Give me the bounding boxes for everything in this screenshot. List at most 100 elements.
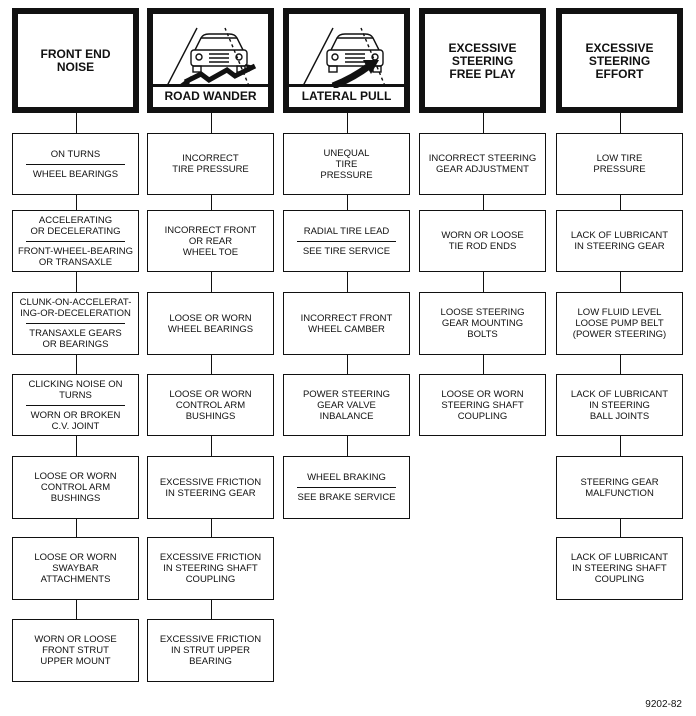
box-text: CONTROL ARM	[40, 482, 111, 493]
box-text: MALFUNCTION	[585, 487, 654, 499]
box-text: LOW FLUID LEVEL	[577, 307, 662, 318]
connector-line	[482, 113, 484, 133]
box-text: WHEEL TOE	[182, 246, 239, 258]
box-text: INCORRECT FRONT	[300, 312, 393, 324]
connector-line	[210, 436, 212, 456]
header-line: STEERING	[588, 54, 651, 68]
box-text: INCORRECT FRONT	[164, 224, 257, 236]
box-text: SEE TIRE SERVICE	[302, 245, 391, 257]
box-text: TRANSAXLE GEARS	[29, 328, 122, 339]
header-line: STEERING	[451, 54, 514, 68]
connector-line	[210, 195, 212, 210]
connector-line	[346, 355, 348, 374]
box-text: ACCELERATING	[38, 214, 113, 226]
box-divider	[296, 240, 397, 242]
box-text: LOOSE OR WORN	[441, 388, 524, 400]
box-text: LACK OF LUBRICANT	[570, 230, 669, 241]
box-text: COUPLING	[185, 574, 236, 585]
connector-line	[619, 195, 621, 210]
header-label: LATERAL PULL	[289, 84, 404, 107]
box-text: TIE ROD ENDS	[448, 241, 517, 252]
connector-line	[75, 355, 77, 374]
connector-line	[346, 272, 348, 292]
box-text: OR BEARINGS	[42, 339, 109, 350]
connector-line	[346, 436, 348, 456]
box-text: STEERING SHAFT	[441, 399, 524, 411]
figure-number: 9202-82	[645, 699, 682, 710]
box-text: LOOSE PUMP BELT	[575, 318, 664, 329]
header-line: EXCESSIVE	[585, 41, 654, 55]
box-text: GEAR ADJUSTMENT	[436, 164, 529, 175]
box-text: LOOSE STEERING	[440, 307, 525, 318]
box-text: WHEEL BEARINGS	[167, 323, 254, 335]
box-divider	[25, 404, 126, 406]
box-text: TIRE PRESSURE	[172, 164, 249, 175]
box-divider	[25, 163, 126, 165]
box-text: SWAYBAR	[52, 563, 99, 574]
box-text: IN STEERING SHAFT	[163, 563, 258, 574]
car-illustration-icon	[302, 27, 386, 88]
box-text: GEAR MOUNTING	[441, 318, 524, 329]
connector-line	[75, 272, 77, 292]
box-text: BOLTS	[467, 329, 498, 340]
box-text: ATTACHMENTS	[40, 574, 111, 585]
box-text: IN STEERING SHAFT	[572, 563, 667, 574]
box-text: WORN OR LOOSE	[441, 230, 524, 241]
connector-line	[619, 519, 621, 537]
box-text: EXCESSIVE FRICTION	[159, 634, 262, 645]
box-text: IN STEERING GEAR	[165, 487, 256, 499]
box-text: EXCESSIVE FRICTION	[159, 476, 262, 488]
connector-line	[210, 272, 212, 292]
box-text: LOOSE OR WORN	[169, 388, 252, 400]
connector-line	[210, 519, 212, 537]
connector-line	[75, 519, 77, 537]
cause-box: RADIAL TIRE LEAD SEE TIRE SERVICE	[283, 210, 410, 272]
box-text: OR DECELERATING	[30, 225, 121, 237]
connector-line	[75, 113, 77, 133]
header-line: FREE PLAY	[449, 67, 516, 81]
box-text: RADIAL TIRE LEAD	[303, 225, 390, 237]
connector-line	[75, 195, 77, 210]
box-text: INCORRECT STEERING	[428, 153, 537, 164]
box-divider	[25, 323, 126, 324]
box-text: WHEEL CAMBER	[308, 323, 385, 335]
connector-line	[482, 355, 484, 374]
box-text: INCORRECT	[182, 153, 239, 164]
box-text: LOW TIRE	[596, 153, 643, 164]
box-text: UPPER MOUNT	[40, 656, 111, 667]
box-text: TURNS	[59, 389, 92, 401]
box-text: BEARING	[189, 656, 232, 667]
box-text: WHEEL BRAKING	[307, 472, 386, 483]
box-text: LOOSE OR WORN	[34, 552, 117, 563]
box-text: FRONT STRUT	[42, 645, 109, 656]
connector-line	[482, 195, 484, 210]
header-line: EFFORT	[595, 67, 644, 81]
connector-line	[75, 600, 77, 619]
box-text: FRONT-WHEEL-BEARING	[17, 245, 134, 257]
box-text: CLUNK-ON-ACCELERAT-	[19, 297, 132, 308]
box-text: WORN OR BROKEN	[30, 409, 121, 421]
box-text: OR REAR	[188, 235, 233, 247]
box-text: WHEEL BEARINGS	[32, 168, 119, 180]
box-divider	[25, 240, 126, 242]
